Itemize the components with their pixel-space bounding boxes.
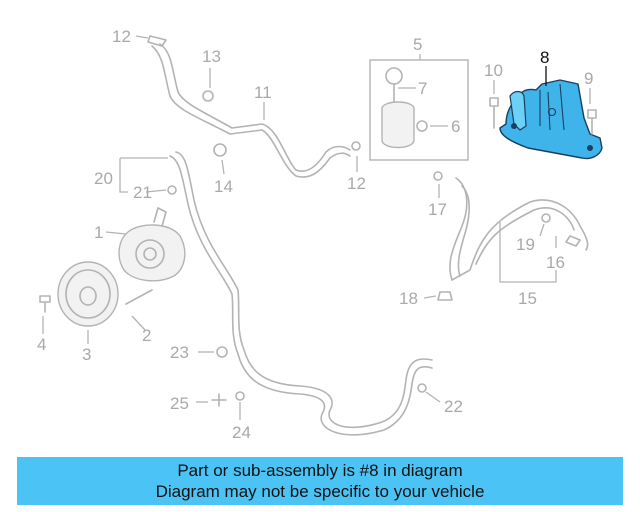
- callout-1: 1: [94, 223, 103, 242]
- cooler-line-inner: [457, 185, 575, 277]
- bracket-highlighted: [499, 79, 603, 160]
- pressure-line: [175, 151, 433, 429]
- callout-21: 21: [133, 183, 152, 202]
- callout-4: 4: [37, 335, 46, 354]
- callout-24: 24: [232, 423, 251, 442]
- callout-16: 16: [546, 253, 565, 272]
- banner-line-2: Diagram may not be specific to your vehi…: [155, 482, 485, 501]
- return-hose-upper-inner: [151, 45, 351, 178]
- callout-10: 10: [484, 61, 503, 80]
- callout-13: 13: [202, 47, 221, 66]
- callout-23: 23: [170, 343, 189, 362]
- callout-15: 15: [518, 289, 537, 308]
- callout-20: 20: [94, 169, 113, 188]
- callout-2: 2: [142, 326, 151, 345]
- callout-14: 14: [214, 177, 233, 196]
- callout-17: 17: [428, 200, 447, 219]
- reservoir-box: [369, 59, 469, 161]
- banner-line-1: Part or sub-assembly is #8 in diagram: [177, 461, 463, 480]
- return-hose-upper: [159, 43, 351, 172]
- callout-labels: 1 2 3 4 5 6 7 8 9 10 11 12 12 13 14 15 1…: [37, 27, 593, 442]
- callout-8: 8: [540, 48, 549, 67]
- callout-19: 19: [516, 235, 535, 254]
- callout-9: 9: [584, 69, 593, 88]
- callout-12-top: 12: [112, 27, 131, 46]
- leader-lines: [42, 35, 591, 420]
- cooler-line: [449, 177, 589, 281]
- pulley: [57, 261, 119, 327]
- callout-3: 3: [82, 345, 91, 364]
- info-banner: Part or sub-assembly is #8 in diagram Di…: [17, 457, 623, 505]
- callout-6: 6: [451, 117, 460, 136]
- callout-5: 5: [413, 35, 422, 54]
- pressure-line-inner: [169, 155, 433, 436]
- callout-7: 7: [418, 79, 427, 98]
- callout-12-mid: 12: [347, 174, 366, 193]
- callout-11: 11: [254, 83, 272, 102]
- fastener-glyphs: [39, 35, 597, 407]
- callout-18: 18: [399, 289, 418, 308]
- power-steering-pump: [118, 207, 186, 282]
- callout-22: 22: [444, 397, 463, 416]
- callout-25: 25: [170, 394, 189, 413]
